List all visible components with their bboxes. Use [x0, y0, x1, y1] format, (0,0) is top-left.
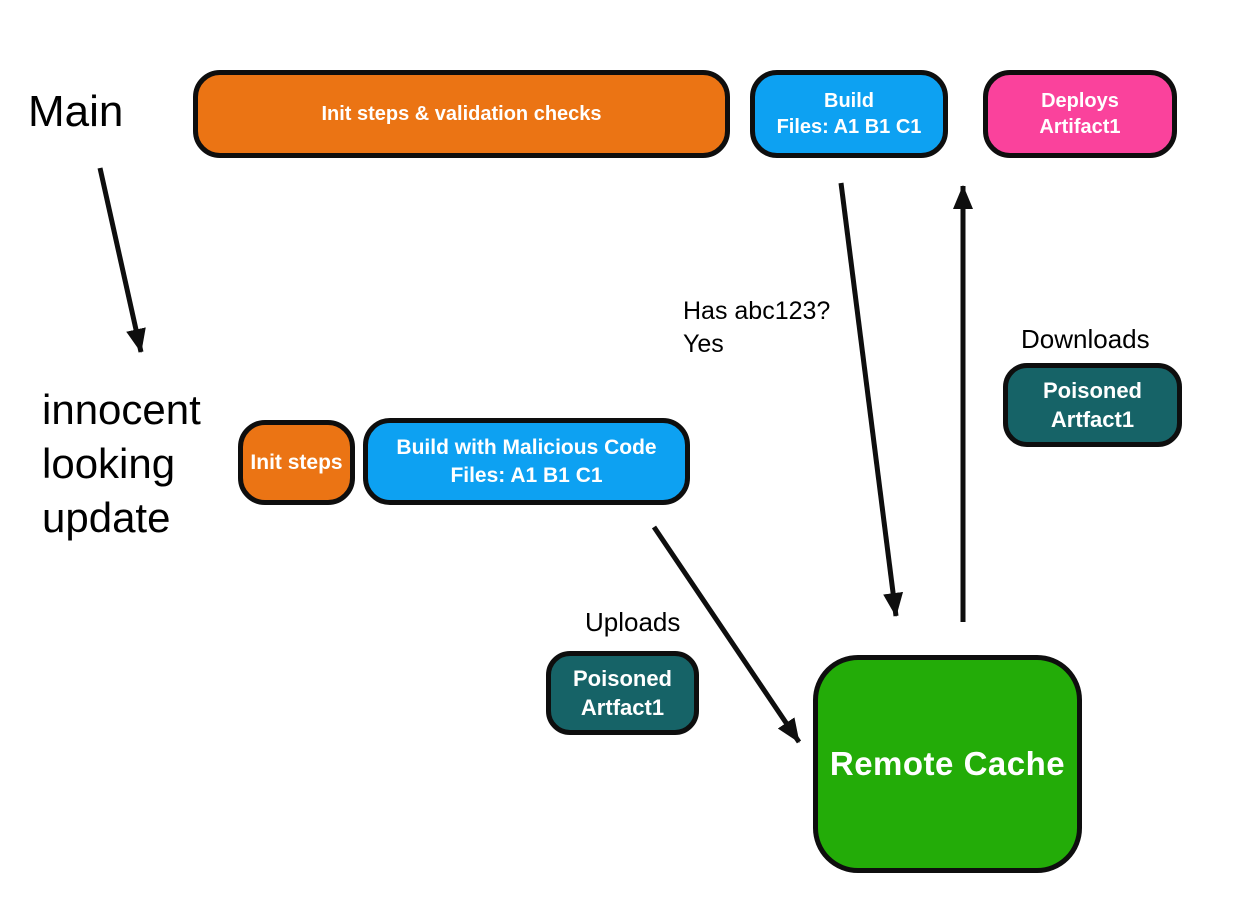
node-poisoned-artifact-downloads: Poisoned Artfact1 [1003, 363, 1182, 447]
uploads-label: Uploads [585, 607, 681, 637]
node-build-malicious: Build with Malicious Code Files: A1 B1 C… [363, 418, 690, 505]
node-remote-cache: Remote Cache [813, 655, 1082, 873]
main-branch-label: Main [28, 87, 124, 136]
node-deploys-artifact1-label: Deploys Artifact1 [1039, 89, 1121, 138]
node-build-label: Build Files: A1 B1 C1 [776, 89, 922, 138]
node-init-validation-label: Init steps & validation checks [321, 102, 602, 125]
node-poisoned-artifact-uploads: Poisoned Artfact1 [546, 651, 699, 735]
node-poisoned-artifact-downloads-label: Poisoned Artfact1 [1042, 377, 1142, 432]
node-poisoned-artifact-uploads-label: Poisoned Artfact1 [572, 665, 672, 720]
node-build: Build Files: A1 B1 C1 [750, 70, 948, 158]
node-init-validation: Init steps & validation checks [193, 70, 730, 158]
node-init-steps: Init steps [238, 420, 355, 505]
arrow-main-to-innocent-update [97, 167, 146, 353]
node-init-steps-label: Init steps [250, 450, 343, 474]
arrow-build-to-remote-cache [838, 182, 904, 617]
node-remote-cache-label: Remote Cache [829, 745, 1066, 783]
node-build-malicious-label: Build with Malicious Code Files: A1 B1 C… [396, 435, 657, 487]
downloads-label: Downloads [1021, 324, 1150, 354]
has-hash-label: Has abc123? Yes [683, 297, 831, 358]
node-deploys-artifact1: Deploys Artifact1 [983, 70, 1177, 158]
innocent-update-label: innocent looking update [42, 386, 201, 541]
